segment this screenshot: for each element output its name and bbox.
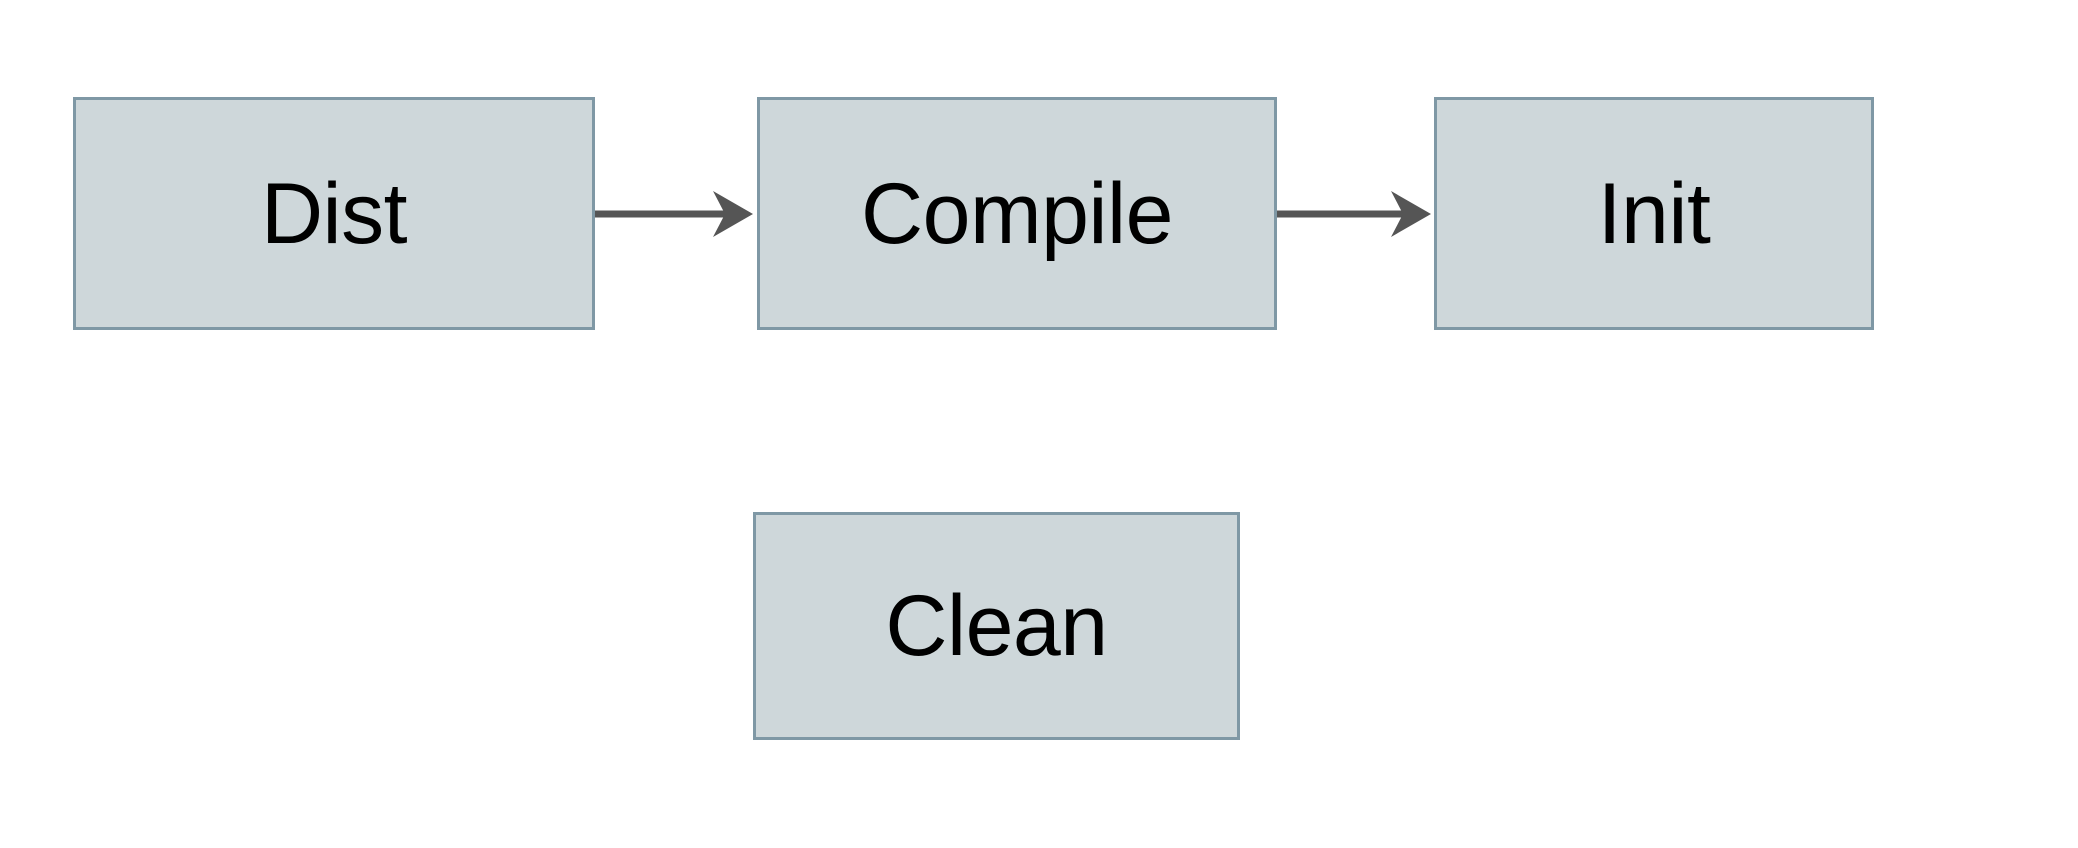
node-compile[interactable]: Compile: [757, 97, 1277, 330]
arrowhead-icon: [1391, 191, 1431, 237]
node-dist[interactable]: Dist: [73, 97, 595, 330]
edge-dist-to-compile: [585, 191, 753, 237]
node-label-clean: Clean: [885, 578, 1108, 674]
node-label-init: Init: [1597, 165, 1711, 262]
arrowhead-icon: [713, 191, 753, 237]
node-label-dist: Dist: [260, 165, 408, 262]
node-init[interactable]: Init: [1434, 97, 1874, 330]
node-label-compile: Compile: [861, 165, 1173, 262]
edge-compile-to-init: [1267, 191, 1431, 237]
node-clean[interactable]: Clean: [753, 512, 1240, 740]
